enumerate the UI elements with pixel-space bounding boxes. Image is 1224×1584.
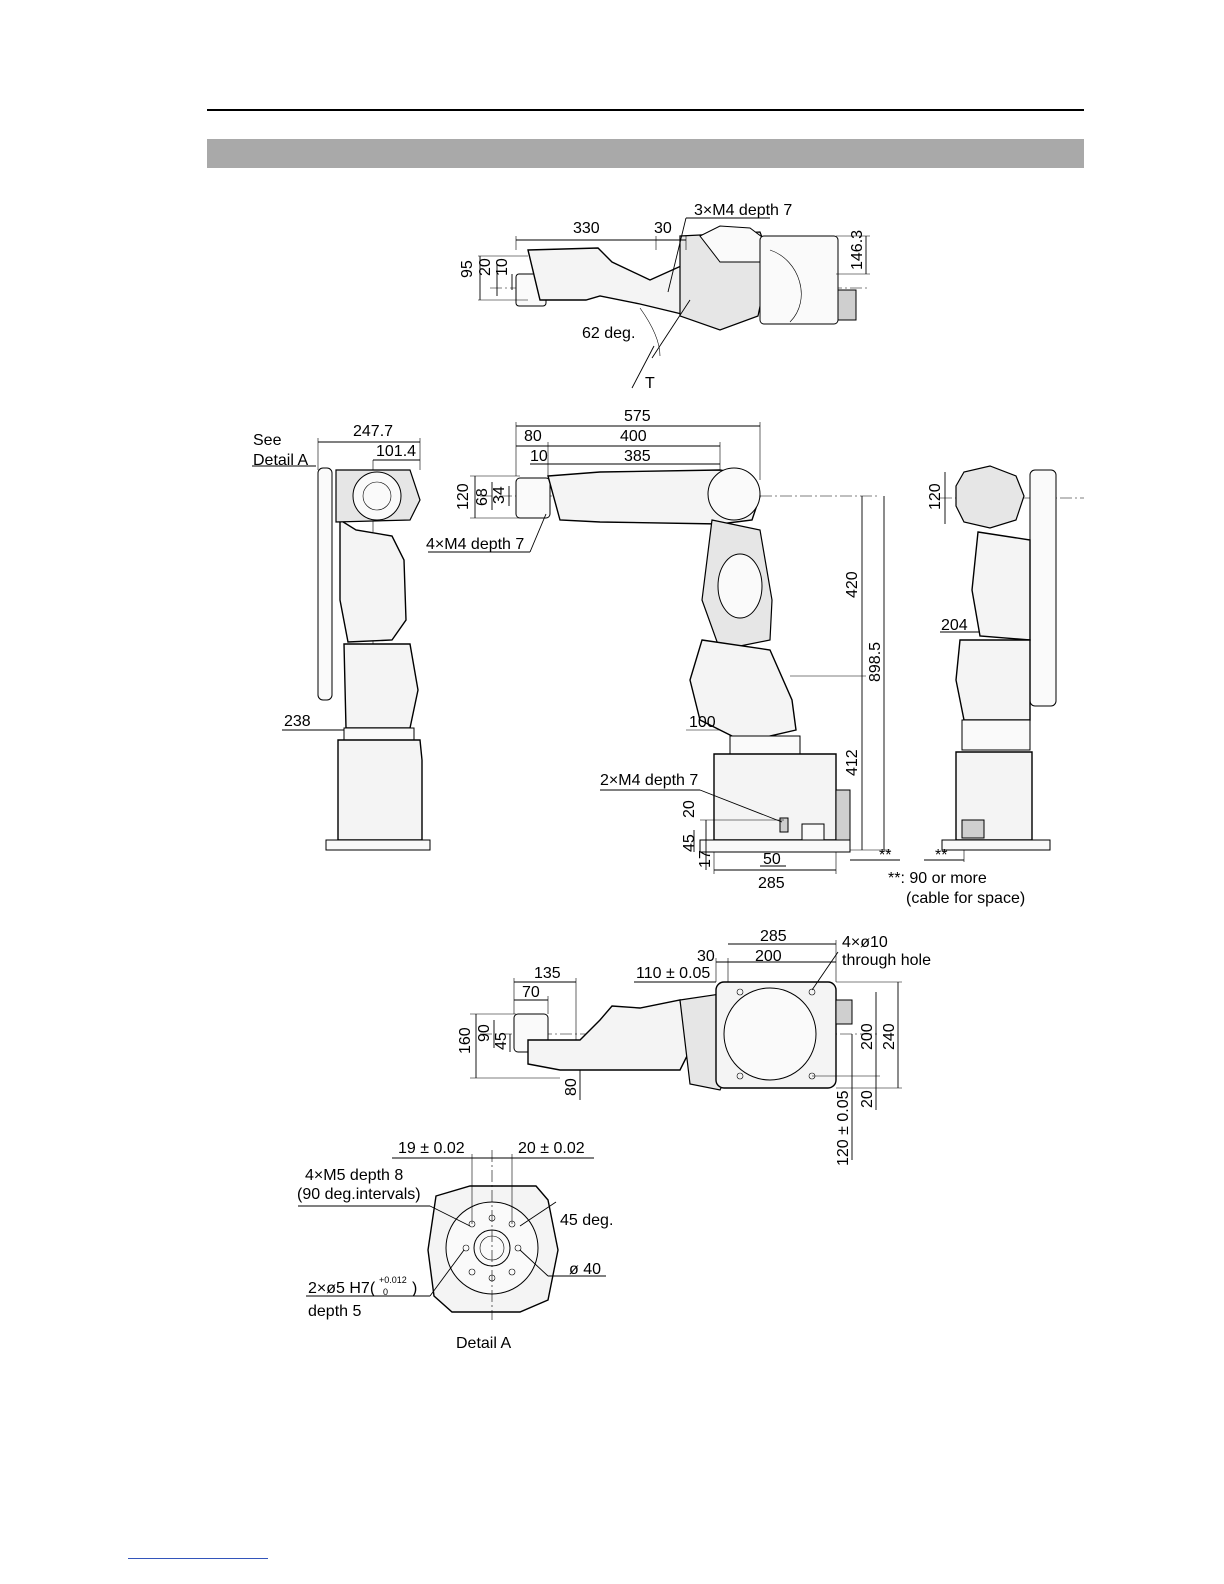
left-detail-a: Detail A	[253, 452, 308, 469]
left-dim-247-7: 247.7	[353, 423, 393, 440]
cable-note-line1: **: 90 or more	[888, 870, 987, 887]
front-dim-50: 50	[763, 851, 781, 868]
left-view: See Detail A 247.7 101.4 238	[252, 423, 431, 851]
bottom-view: 285 30 200 110 ± 0.05 135 70 160 90 45 8…	[457, 928, 931, 1166]
detail-pin-main: 2×ø5 H7(	[308, 1280, 376, 1297]
front-dim-575: 575	[624, 408, 651, 425]
right-star: **	[935, 847, 947, 864]
detail-pin-tol-top: +0.012	[379, 1275, 407, 1285]
front-dim-68: 68	[474, 488, 491, 506]
detail-pin-depth: depth 5	[308, 1303, 361, 1320]
bottom-dim-20: 20	[859, 1090, 876, 1108]
bottom-dim-240: 240	[881, 1023, 898, 1050]
front-tap-arm: 4×M4 depth 7	[426, 536, 524, 553]
front-dim-898-5: 898.5	[867, 642, 884, 682]
detail-a-view: 19 ± 0.02 20 ± 0.02 4×M5 depth 8 (90 deg…	[297, 1140, 613, 1352]
bottom-hole-note-1: 4×ø10	[842, 934, 888, 951]
front-dim-120: 120	[455, 483, 472, 510]
bottom-dim-30: 30	[697, 948, 715, 965]
detail-dim-19: 19 ± 0.02	[398, 1140, 465, 1157]
bottom-hole-note-2: through hole	[842, 952, 931, 969]
front-dim-17: 17	[697, 850, 714, 868]
section-title-band	[207, 139, 1084, 168]
bottom-dim-285: 285	[760, 928, 787, 945]
detail-tap-2: (90 deg.intervals)	[297, 1186, 421, 1203]
top-dim-95: 95	[459, 260, 476, 278]
top-dim-30: 30	[654, 220, 672, 237]
left-see: See	[253, 432, 282, 449]
front-dim-285: 285	[758, 875, 785, 892]
front-dim-400: 400	[620, 428, 647, 445]
footer-link-rule	[128, 1558, 268, 1559]
detail-pin-tol-bottom: 0	[383, 1287, 388, 1297]
detail-pin-close: )	[412, 1280, 417, 1297]
front-star: **	[879, 847, 891, 864]
front-view: 575 80 400 10 385 120 68 34 420 898.5 10…	[426, 408, 900, 892]
detail-angle: 45 deg.	[560, 1212, 613, 1229]
top-view: 330 30 3×M4 depth 7 95 20 10 146.3 62 de…	[459, 202, 870, 392]
left-dim-101-4: 101.4	[376, 443, 416, 460]
bottom-dim-160: 160	[457, 1027, 474, 1054]
bottom-dim-110: 110 ± 0.05	[636, 965, 710, 982]
detail-tap-1: 4×M5 depth 8	[305, 1167, 403, 1184]
right-view: 120 204 **	[924, 465, 1084, 864]
right-dim-120: 120	[927, 483, 944, 510]
bottom-dim-80: 80	[563, 1078, 580, 1096]
detail-dia: ø 40	[569, 1261, 601, 1278]
top-dim-146-3: 146.3	[849, 230, 866, 270]
top-dim-330: 330	[573, 220, 600, 237]
top-dim-10: 10	[494, 258, 511, 276]
front-dim-412: 412	[844, 749, 861, 776]
bottom-dim-120: 120 ± 0.05	[835, 1090, 852, 1166]
bottom-dim-200: 200	[755, 948, 782, 965]
top-angle-label: 62 deg.	[582, 325, 635, 342]
front-tap-base: 2×M4 depth 7	[600, 772, 698, 789]
front-dim-80: 80	[524, 428, 542, 445]
left-dim-238: 238	[284, 713, 311, 730]
front-dim-45: 45	[681, 834, 698, 852]
bottom-dim-90: 90	[476, 1024, 493, 1042]
front-dim-34: 34	[491, 486, 508, 504]
bottom-dim-135: 135	[534, 965, 561, 982]
top-dim-20: 20	[477, 258, 494, 276]
bottom-dim-70: 70	[522, 984, 540, 1001]
top-tap-note: 3×M4 depth 7	[694, 202, 792, 219]
front-dim-385: 385	[624, 448, 651, 465]
bottom-dim-200-v: 200	[859, 1023, 876, 1050]
header-rule	[207, 109, 1084, 111]
front-dim-100: 100	[689, 714, 716, 731]
front-dim-10: 10	[530, 448, 548, 465]
view-arrow-t: T	[645, 375, 655, 392]
right-dim-204: 204	[941, 617, 968, 634]
front-dim-20: 20	[681, 800, 698, 818]
detail-dim-20: 20 ± 0.02	[518, 1140, 585, 1157]
detail-caption: Detail A	[456, 1335, 511, 1352]
bottom-dim-45: 45	[493, 1032, 510, 1050]
cable-note-line2: (cable for space)	[906, 890, 1025, 907]
front-dim-420: 420	[844, 571, 861, 598]
